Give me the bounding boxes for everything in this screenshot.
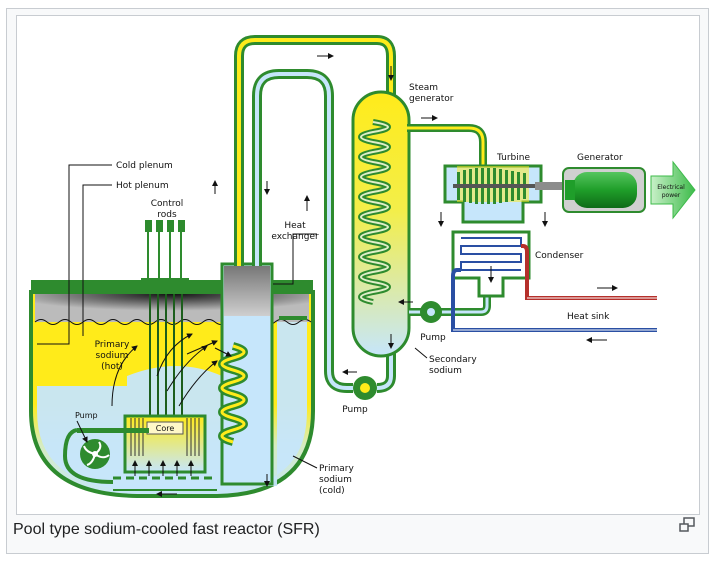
primary-hot-label-1: Primary — [95, 340, 130, 350]
intermediate-pump — [353, 376, 377, 400]
secondary-sodium-label-1: Secondary — [429, 355, 477, 365]
control-rods-label-2: rods — [157, 210, 177, 220]
diagram-frame: Core — [16, 15, 700, 515]
feed-pump-label: Pump — [420, 333, 446, 343]
heat-exchanger — [214, 262, 307, 487]
turbine-label: Turbine — [496, 153, 530, 163]
enlarge-icon[interactable] — [678, 517, 696, 533]
steam-generator-label-2: generator — [409, 94, 454, 104]
feed-pump — [420, 301, 442, 323]
primary-pump-label: Pump — [75, 411, 98, 420]
cold-plenum-label: Cold plenum — [116, 161, 173, 171]
primary-cold-label-3: (cold) — [319, 486, 345, 496]
generator-label: Generator — [577, 153, 623, 163]
reactor-core: Core — [113, 414, 217, 497]
figure-caption: Pool type sodium-cooled fast reactor (SF… — [13, 521, 320, 538]
primary-pump — [62, 420, 149, 484]
electrical-label-1: Electrical — [657, 184, 685, 191]
sfr-diagram: Core — [29, 35, 696, 498]
heat-exchanger-label-1: Heat — [284, 221, 306, 231]
steam-generator — [351, 90, 411, 358]
condenser-label: Condenser — [535, 251, 584, 261]
heat-exchanger-label-2: exchanger — [271, 232, 319, 242]
labels: Cold plenum Hot plenum Control rods Heat… — [75, 83, 623, 496]
heat-sink-label: Heat sink — [567, 312, 610, 322]
intermediate-loop — [234, 35, 396, 393]
secondary-sodium-label-2: sodium — [429, 366, 462, 376]
hot-plenum-label: Hot plenum — [116, 181, 169, 191]
steam-line — [398, 115, 491, 316]
electrical-power-arrow: Electrical power — [650, 160, 696, 220]
core-label: Core — [156, 424, 175, 433]
loop-arrows — [212, 53, 394, 375]
primary-cold-label-2: sodium — [319, 475, 352, 485]
electrical-label-2: power — [662, 192, 681, 199]
primary-cold-label-1: Primary — [319, 464, 354, 474]
callout-lines — [37, 164, 428, 469]
intermediate-pump-label: Pump — [342, 405, 368, 415]
steam-generator-label-1: Steam — [409, 83, 438, 93]
condenser — [451, 230, 657, 343]
primary-hot-label-3: (hot) — [101, 362, 123, 372]
hot-flow-arrows — [111, 333, 218, 407]
turbine — [438, 164, 563, 227]
control-rods-label-1: Control — [151, 199, 184, 209]
primary-hot-label-2: sodium — [96, 351, 129, 361]
generator — [562, 167, 646, 213]
figure-box: Core — [6, 8, 709, 554]
control-rods — [141, 220, 189, 416]
